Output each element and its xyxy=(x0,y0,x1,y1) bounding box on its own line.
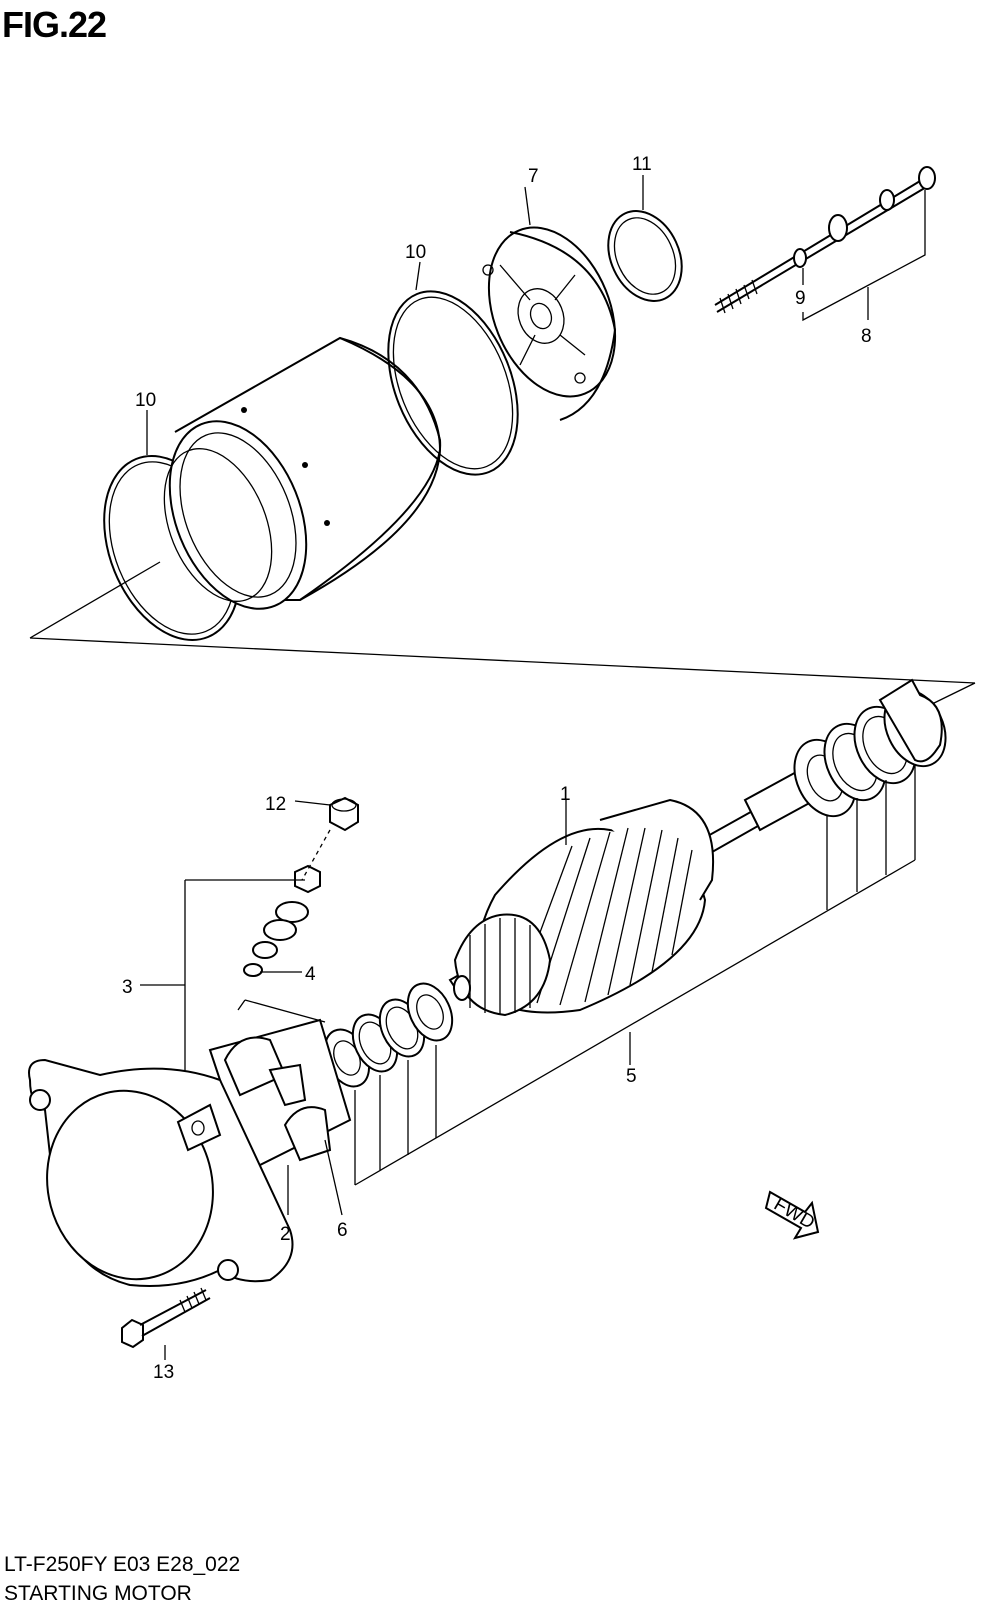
diagram-name: STARTING MOTOR xyxy=(4,1582,192,1605)
callout-13: 13 xyxy=(153,1362,174,1383)
callout-labels: 1 2 3 4 5 6 7 8 9 10 10 11 12 13 xyxy=(122,154,872,1383)
part-5-washers-left xyxy=(323,982,454,1088)
figure-title: FIG.22 xyxy=(2,4,107,45)
callout-6: 6 xyxy=(337,1220,348,1241)
part-7-end-cover xyxy=(482,226,617,421)
callout-10-right: 10 xyxy=(405,242,426,263)
bracket-8-9 xyxy=(802,190,926,322)
callout-3: 3 xyxy=(122,977,133,998)
fwd-arrow-icon: FWD xyxy=(764,1190,820,1240)
frame-reference-lines xyxy=(29,561,976,706)
callout-8: 8 xyxy=(861,326,872,347)
part-12-nut xyxy=(329,796,359,832)
callout-10-left: 10 xyxy=(135,390,156,411)
callout-4: 4 xyxy=(305,964,316,985)
callout-7: 7 xyxy=(528,166,539,187)
part-11-o-ring xyxy=(607,210,683,302)
part-10-o-ring-right xyxy=(387,290,519,476)
part-3-terminal-kit xyxy=(184,829,331,1089)
end-plate-right xyxy=(878,678,943,763)
callout-2: 2 xyxy=(280,1224,291,1245)
leader-lines xyxy=(140,175,644,1360)
end-housing-left xyxy=(28,1058,294,1287)
callout-9: 9 xyxy=(795,288,806,309)
callout-11: 11 xyxy=(632,154,652,175)
fwd-label: FWD xyxy=(770,1194,818,1234)
callout-12: 12 xyxy=(265,794,286,815)
callout-1: 1 xyxy=(560,784,571,805)
part-2-brush-holder xyxy=(208,999,352,1172)
callout-5: 5 xyxy=(626,1066,637,1087)
part-8-through-bolt xyxy=(714,166,936,314)
yoke-housing xyxy=(163,336,442,610)
model-code: LT-F250FY E03 E28_022 xyxy=(4,1553,241,1576)
bracket-5 xyxy=(354,765,916,1186)
part-1-armature xyxy=(448,768,817,1017)
part-13-bolt xyxy=(121,1287,211,1349)
